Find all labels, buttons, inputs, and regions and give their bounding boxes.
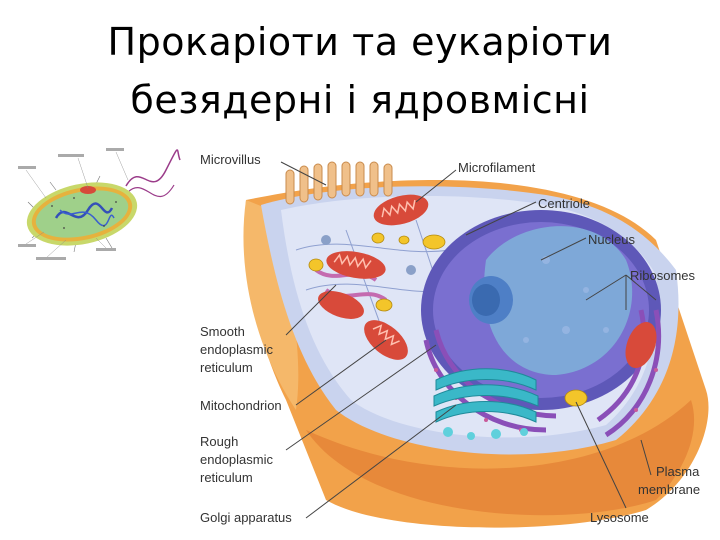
label-rough-er-line-2: endoplasmic — [200, 452, 273, 467]
label-smooth-er-line-2: endoplasmic — [200, 342, 273, 357]
label-lysosome: Lysosome — [590, 510, 649, 525]
label-mitochondrion: Mitochondrion — [200, 398, 282, 413]
label-smooth-er-line-1: Smooth — [200, 324, 245, 339]
label-ribosomes: Ribosomes — [630, 268, 696, 283]
label-microfilament: Microfilament — [458, 160, 536, 175]
label-golgi-apparatus: Golgi apparatus — [200, 510, 292, 525]
label-plasma-membrane-line-1: Plasma — [656, 464, 700, 479]
slide-title-line-2: безядерні і ядровмісні — [130, 78, 590, 122]
label-smooth-er-line-3: reticulum — [200, 360, 253, 375]
label-centriole: Centriole — [538, 196, 590, 211]
label-rough-er-line-3: reticulum — [200, 470, 253, 485]
label-microvillus: Microvillus — [200, 152, 261, 167]
slide-title-line-1: Прокаріоти та еукаріоти — [107, 20, 613, 64]
eukaryotic-cell-diagram: Microvillus Microfilament Centriole Nucl… — [186, 140, 720, 540]
label-nucleus: Nucleus — [588, 232, 635, 247]
label-rough-er-line-1: Rough — [200, 434, 238, 449]
label-plasma-membrane-line-2: membrane — [638, 482, 700, 497]
prokaryote-cell-illustration — [16, 140, 182, 264]
